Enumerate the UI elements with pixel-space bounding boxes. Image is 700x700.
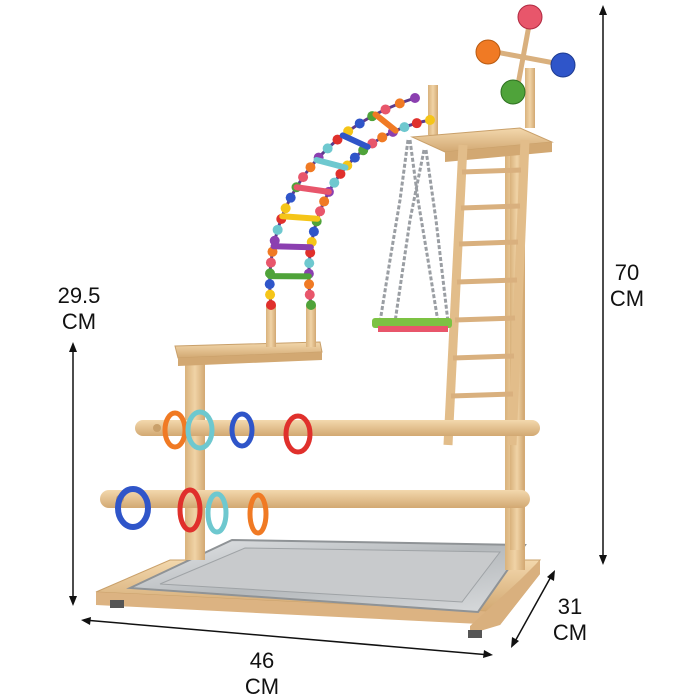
foot-front (468, 630, 482, 638)
bead (266, 300, 276, 310)
bead (411, 118, 422, 129)
bead-rung (270, 243, 314, 251)
bead-rung (372, 111, 399, 134)
dimension-arrows (69, 5, 607, 658)
bead (298, 172, 309, 183)
dimension-label-depth: 31 CM (552, 594, 588, 645)
ring-blue (229, 411, 255, 449)
bead-rung (313, 156, 349, 171)
windmill-toy (475, 4, 576, 105)
ring-red (177, 487, 203, 533)
dimension-label-width: 46 CM (244, 648, 280, 699)
foot-left (110, 600, 124, 608)
bead (285, 192, 296, 203)
swing (372, 139, 452, 332)
arch-post-left (266, 305, 276, 347)
lower-perch (100, 486, 530, 536)
bead (394, 98, 405, 109)
bead (272, 224, 283, 235)
arch-post-right (306, 305, 316, 347)
ring-orange (162, 410, 188, 450)
ring-orange (247, 492, 269, 536)
ring-red (283, 413, 313, 455)
ring-blue (115, 486, 151, 530)
swing-perch (372, 318, 452, 328)
bead (280, 203, 291, 214)
ring-teal (185, 409, 215, 451)
bead (410, 93, 420, 103)
bead (399, 122, 410, 133)
bead (329, 177, 340, 188)
upper-perch (135, 409, 540, 455)
arch-post-top (428, 85, 438, 135)
bead (304, 258, 315, 269)
metal-tray (126, 538, 527, 614)
bead (306, 300, 316, 310)
bead (332, 134, 343, 145)
width-arrow (83, 619, 491, 656)
bead (265, 289, 276, 300)
bead (265, 257, 276, 268)
bead (264, 279, 275, 290)
bead (305, 162, 316, 173)
bead (425, 115, 435, 125)
ladder (443, 139, 530, 446)
dimension-label-left-height: 29.5 CM (57, 283, 101, 334)
bead-arch (264, 93, 435, 310)
windmill-post (525, 68, 535, 128)
bead-rung (279, 213, 321, 222)
bead (377, 132, 388, 143)
bead (319, 196, 330, 207)
bead (349, 152, 360, 163)
bead (335, 168, 346, 179)
bead (308, 226, 319, 237)
bead (304, 279, 315, 290)
bead (322, 143, 333, 154)
depth-arrow (512, 572, 554, 646)
bead-rung (293, 184, 332, 195)
bead (380, 104, 391, 115)
bead (304, 289, 315, 300)
bead-rung (339, 132, 371, 150)
bead (315, 206, 326, 217)
dimension-label-total-height: 70 CM (609, 260, 645, 311)
bead (354, 118, 365, 129)
ring-teal (205, 491, 229, 535)
bead (269, 235, 280, 246)
